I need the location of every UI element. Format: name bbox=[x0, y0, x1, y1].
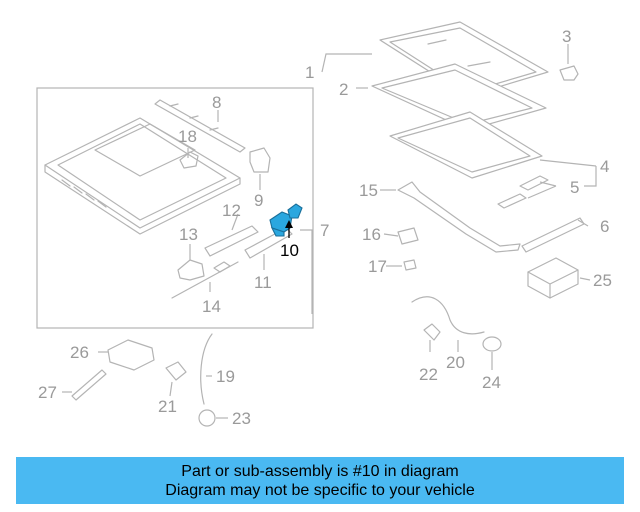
callout-2: 2 bbox=[339, 80, 348, 99]
part-27-cable bbox=[71, 369, 107, 401]
callout-26: 26 bbox=[70, 343, 89, 362]
part-15-seal bbox=[397, 181, 521, 253]
leader-lines bbox=[62, 44, 597, 419]
part-21-clip bbox=[165, 361, 187, 381]
part-24-grommet bbox=[482, 336, 502, 352]
part-5-bracket-b bbox=[497, 193, 527, 209]
callout-19: 19 bbox=[216, 367, 235, 386]
callout-24: 24 bbox=[482, 373, 501, 392]
callout-5: 5 bbox=[570, 178, 579, 197]
callout-23: 23 bbox=[232, 409, 251, 428]
callout-3: 3 bbox=[562, 27, 571, 46]
banner-line-1: Part or sub-assembly is #10 in diagram bbox=[181, 462, 459, 480]
part-22-clip bbox=[423, 323, 441, 341]
part-6-rail bbox=[521, 217, 585, 253]
part-25-module bbox=[527, 257, 579, 299]
callout-20: 20 bbox=[446, 353, 465, 372]
callout-16: 16 bbox=[362, 225, 381, 244]
callout-18: 18 bbox=[178, 127, 197, 146]
part-26-motor bbox=[107, 339, 155, 371]
callout-7: 7 bbox=[320, 221, 329, 240]
sunroof-frame bbox=[44, 99, 246, 235]
callout-21: 21 bbox=[158, 397, 177, 416]
frame-inset-box bbox=[36, 87, 314, 329]
part-23-fitting bbox=[198, 409, 216, 427]
parts-diagram: 1 2 3 4 5 6 7 8 9 10 11 12 13 14 15 16 1… bbox=[36, 21, 612, 428]
part-10-highlight bbox=[269, 203, 303, 237]
callout-9: 9 bbox=[254, 191, 263, 210]
part-17-plug bbox=[403, 259, 417, 271]
banner-line-2: Diagram may not be specific to your vehi… bbox=[165, 481, 475, 499]
callout-11: 11 bbox=[254, 273, 272, 292]
part-3-screw bbox=[559, 65, 579, 81]
info-banner: Part or sub-assembly is #10 in diagram D… bbox=[16, 457, 624, 504]
callout-27: 27 bbox=[38, 383, 57, 402]
part-9-bracket bbox=[249, 147, 271, 173]
part-5-bracket-a bbox=[519, 175, 549, 191]
callout-1: 1 bbox=[305, 63, 314, 82]
part-20-hose bbox=[411, 296, 485, 335]
callout-13: 13 bbox=[179, 225, 198, 244]
part-12-guide bbox=[204, 225, 259, 257]
glass-panels bbox=[371, 21, 549, 179]
callout-14: 14 bbox=[202, 297, 221, 316]
callout-22: 22 bbox=[419, 365, 438, 384]
part-19-hose bbox=[200, 333, 213, 405]
part-10-arrowhead bbox=[285, 220, 293, 228]
callout-15: 15 bbox=[359, 181, 378, 200]
part-13-clip bbox=[177, 259, 205, 281]
callout-10: 10 bbox=[280, 241, 299, 260]
callout-25: 25 bbox=[593, 271, 612, 290]
callout-8: 8 bbox=[212, 93, 221, 112]
callout-labels: 1 2 3 4 5 6 7 8 9 10 11 12 13 14 15 16 1… bbox=[38, 27, 612, 428]
callout-17: 17 bbox=[368, 257, 387, 276]
callout-4: 4 bbox=[600, 157, 609, 176]
part-11-rail bbox=[244, 227, 293, 259]
callout-6: 6 bbox=[600, 217, 609, 236]
part-16-pad bbox=[397, 227, 419, 245]
callout-12: 12 bbox=[222, 201, 241, 220]
